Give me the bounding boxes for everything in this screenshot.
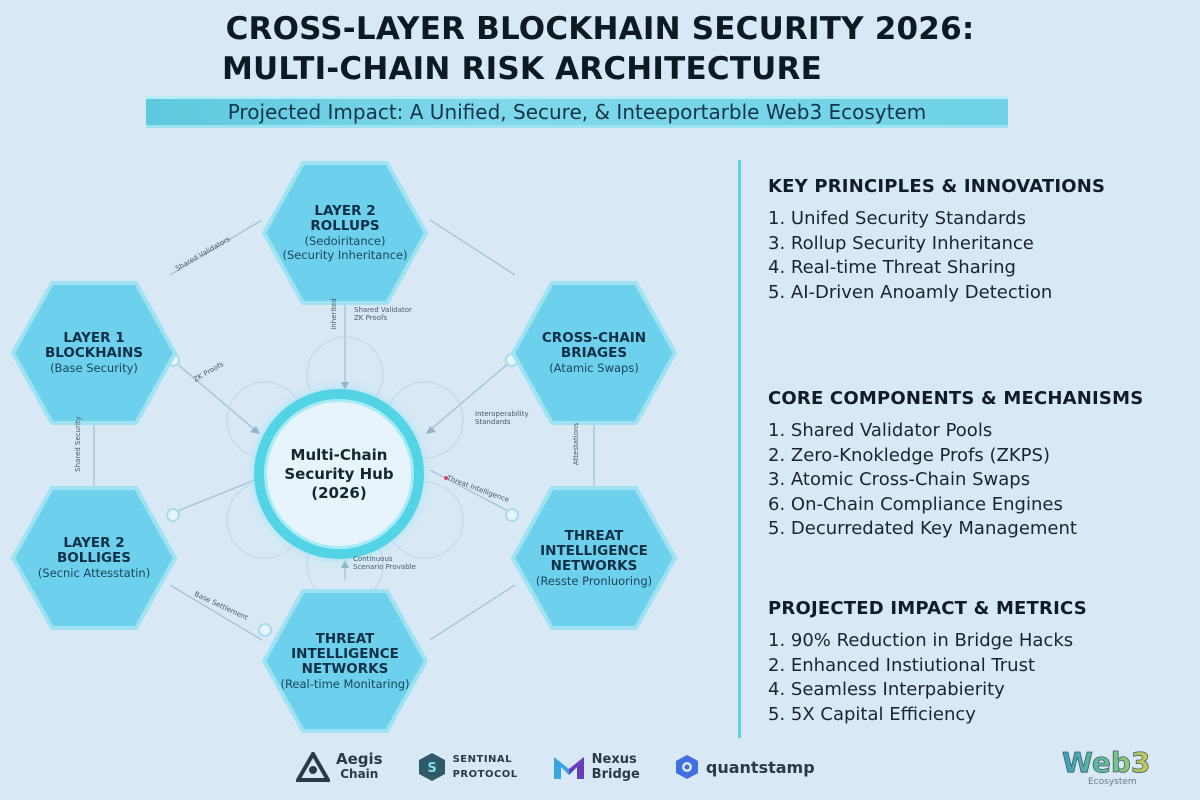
partner-logos: Aegis Chain S SENTINAL PROTOCOL Nexus Br… — [296, 752, 815, 782]
node-title: INTELLIGENCE — [540, 542, 648, 559]
subtitle-text: Projected Impact: A Unified, Secure, & I… — [227, 100, 927, 124]
logo-text: quantstamp — [705, 757, 815, 777]
architecture-diagram: LAYER 2 ROLLUPS (Sedoiritance) (Security… — [0, 140, 720, 740]
web3-logo-icon: Web3 Ecosystem — [1062, 746, 1151, 787]
node-title: NETWORKS — [550, 557, 638, 574]
hub-label: Security Hub — [284, 464, 394, 483]
node-threat-intel-right[interactable]: THREAT INTELLIGENCE NETWORKS (Resste Pro… — [510, 485, 678, 631]
list-item: 5. 5X Capital Efficiency — [768, 703, 976, 725]
node-title: BLOCKHAINS — [44, 345, 144, 361]
logo-text: Chain — [340, 767, 379, 781]
logo-text: Bridge — [591, 767, 640, 782]
list-item: 2. Zero-Knokledge Profs (ZKPS) — [768, 444, 1050, 466]
list-item: 3. Atomic Cross-Chain Swaps — [768, 469, 1031, 490]
node-cross-chain-bridges[interactable]: CROSS-CHAIN BRIAGES (Atamic Swaps) — [510, 280, 678, 426]
list-item: 1. Unifed Security Standards — [768, 208, 1026, 229]
section-heading: PROJECTED IMPACT & METRICS — [768, 598, 1087, 619]
node-subtitle: (Secnic Attesstatin) — [37, 566, 151, 580]
edge-label: Standards — [475, 418, 511, 426]
page-title-line-1: CROSS-LAYER BLOCKHAIN SECURITY 2026: — [225, 11, 975, 47]
quantstamp-logo-icon — [675, 755, 698, 779]
svg-text:Ecosystem: Ecosystem — [1088, 777, 1137, 787]
list-item: 5. Decurredated Key Management — [768, 518, 1077, 539]
node-subtitle: (Sedoiritance) — [304, 234, 386, 248]
section-heading: KEY PRINCIPLES & INNOVATIONS — [768, 176, 1106, 197]
node-threat-intel-bottom[interactable]: THREAT INTELLIGENCE NETWORKS (Real-time … — [261, 588, 429, 734]
node-subtitle: (Base Security) — [50, 361, 138, 375]
edge-label: ZK Proofs — [354, 314, 388, 322]
hexagon-shape — [261, 161, 429, 305]
list-item: 1. 90% Reduction in Bridge Hacks — [768, 630, 1074, 651]
list-item: 6. On-Chain Compliance Engines — [768, 493, 1063, 515]
node-title: BRIAGES — [560, 345, 628, 361]
node-title: NETWORKS — [301, 660, 389, 677]
node-title: ROLLUPS — [310, 218, 380, 234]
nexus-logo-icon — [553, 757, 584, 779]
list-item: 2. Enhanced Instiutional Trust — [768, 654, 1036, 676]
node-title: LAYER 2 — [314, 203, 376, 219]
logo-text: Aegis — [336, 750, 383, 768]
logo-sentinal-protocol[interactable]: S SENTINAL PROTOCOL — [417, 752, 518, 782]
logo-text: SENTINAL — [452, 754, 513, 765]
logo-text: PROTOCOL — [452, 769, 518, 780]
hexagon-shape — [510, 486, 678, 630]
node-subtitle: (Security Inheritance) — [282, 248, 408, 262]
edge-label: Inherited — [329, 298, 338, 330]
edge-label: Scenario Provable — [353, 563, 416, 571]
page-title-line-2: MULTI-CHAIN RISK ARCHITECTURE — [221, 51, 823, 87]
section-core-components: CORE COMPONENTS & MECHANISMS 1. Shared V… — [768, 388, 1143, 542]
node-layer1-blockchains[interactable]: LAYER 1 BLOCKHAINS (Base Security) — [10, 280, 178, 426]
list-item: 1. Shared Validator Pools — [768, 420, 993, 441]
edge-label: Shared Validator — [354, 306, 412, 314]
list-item: 5. AI-Driven Anoamly Detection — [768, 281, 1053, 303]
section-projected-impact: PROJECTED IMPACT & METRICS 1. 90% Reduct… — [768, 598, 1087, 727]
node-subtitle: (Atamic Swaps) — [549, 361, 639, 375]
node-title: THREAT — [564, 527, 624, 544]
svg-text:S: S — [427, 761, 436, 776]
node-title: LAYER 1 — [63, 330, 125, 346]
security-hub[interactable]: Multi-Chain Security Hub (2026) — [254, 389, 424, 559]
hub-label: (2026) — [311, 483, 367, 502]
section-key-principles: KEY PRINCIPLES & INNOVATIONS 1. Unifed S… — [768, 176, 1105, 305]
logo-nexus-bridge[interactable]: Nexus Bridge — [552, 752, 640, 782]
node-layer2-bolliges[interactable]: LAYER 2 BOLLIGES (Secnic Attesstatin) — [10, 485, 178, 631]
edge-label: Interoperability — [475, 410, 529, 418]
list-item: 4. Real-time Threat Sharing — [768, 257, 1016, 278]
node-title: CROSS-CHAIN — [541, 330, 647, 346]
vertical-divider — [738, 160, 741, 738]
node-subtitle: (Real-time Monitaring) — [280, 676, 410, 691]
subtitle-banner: Projected Impact: A Unified, Secure, & I… — [146, 96, 1008, 128]
sentinal-logo-icon: S — [418, 753, 445, 781]
hexagon-shape — [261, 589, 429, 733]
hexagon-shape — [510, 281, 678, 425]
node-title: THREAT — [315, 630, 375, 647]
logo-aegis-chain[interactable]: Aegis Chain — [296, 752, 383, 782]
edge-label: Attestations — [572, 422, 581, 466]
logo-text: Nexus — [591, 752, 637, 767]
hexagon-shape — [10, 281, 178, 425]
edge-label: Continuous — [353, 555, 393, 563]
list-item: 4. Seamless Interpabierity — [768, 679, 1005, 700]
node-title: BOLLIGES — [56, 550, 132, 566]
section-heading: CORE COMPONENTS & MECHANISMS — [768, 388, 1144, 409]
logo-quantstamp[interactable]: quantstamp — [674, 754, 815, 780]
node-layer2-rollups[interactable]: LAYER 2 ROLLUPS (Sedoiritance) (Security… — [261, 160, 429, 306]
hub-label: Multi-Chain — [290, 445, 388, 464]
node-subtitle: (Resste Pronluoring) — [535, 573, 653, 588]
web3-ecosystem-watermark: Web3 Ecosystem — [1058, 742, 1170, 788]
node-title: LAYER 2 — [63, 535, 125, 551]
aegis-logo-icon — [296, 752, 330, 782]
node-title: INTELLIGENCE — [291, 645, 399, 662]
edge-label: Shared Security — [73, 416, 82, 472]
list-item: 3. Rollup Security Inheritance — [768, 232, 1034, 254]
svg-text:Web3: Web3 — [1062, 746, 1150, 779]
hexagon-shape — [10, 486, 178, 630]
